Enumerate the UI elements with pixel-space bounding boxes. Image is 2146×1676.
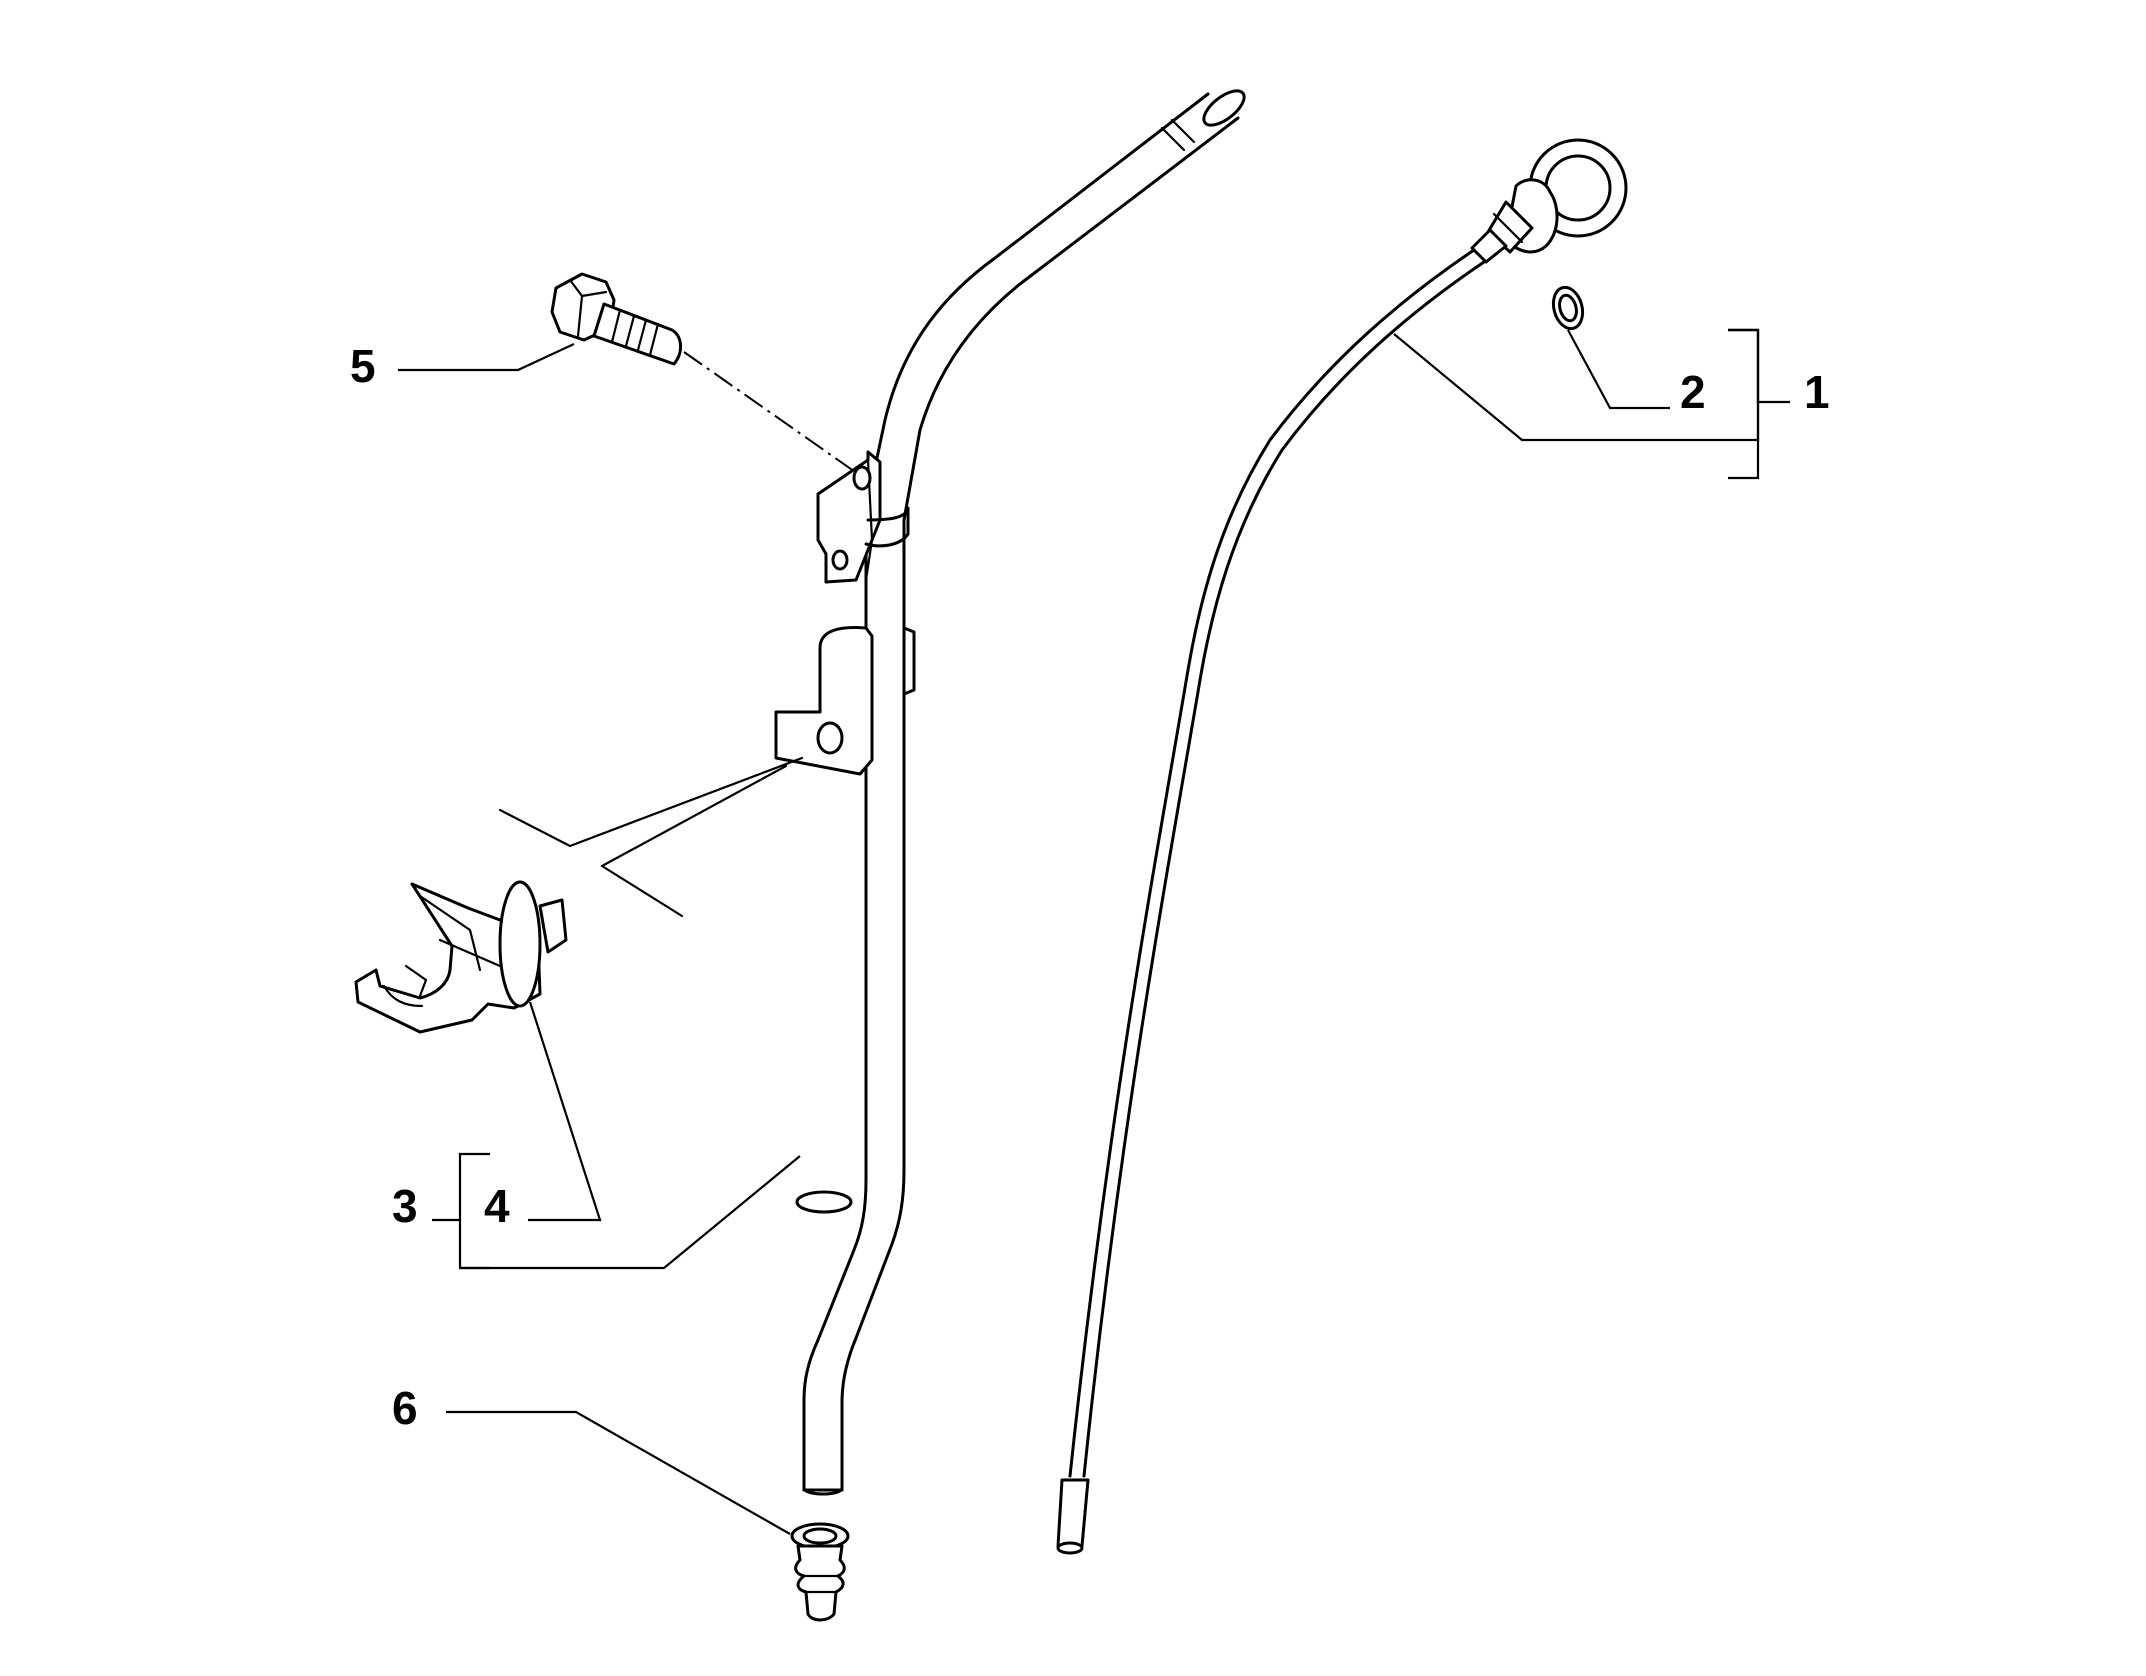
callout-labels: 1 2 3 4 5 6 bbox=[350, 340, 1830, 1434]
callout-5: 5 bbox=[350, 340, 376, 392]
retaining-clip bbox=[354, 880, 568, 1034]
guide-tube bbox=[795, 89, 1246, 1496]
upper-bracket bbox=[816, 450, 910, 584]
hex-bolt bbox=[550, 272, 859, 475]
callout-3: 3 bbox=[392, 1180, 418, 1232]
o-ring bbox=[1551, 285, 1585, 331]
callout-4: 4 bbox=[484, 1180, 510, 1232]
leader-lines bbox=[398, 328, 1790, 1535]
callout-6: 6 bbox=[392, 1382, 418, 1434]
assembly-guide-lines bbox=[498, 756, 804, 918]
callout-2: 2 bbox=[1680, 366, 1706, 418]
callout-1: 1 bbox=[1804, 366, 1830, 418]
dipstick bbox=[1056, 138, 1628, 1555]
grommet bbox=[790, 1522, 850, 1622]
lower-bracket bbox=[774, 626, 916, 776]
